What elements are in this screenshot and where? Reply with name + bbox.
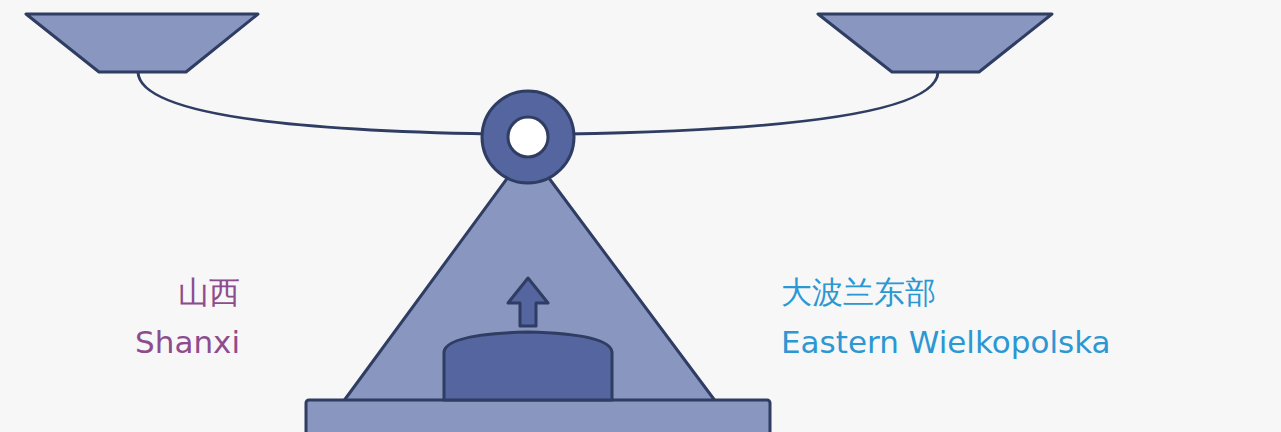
- region-label: Shanxi: [135, 322, 240, 362]
- pivot-hole: [508, 117, 548, 157]
- scale-dome: [444, 332, 612, 400]
- region-label: 大波兰东部: [781, 272, 936, 312]
- scale-pan: [818, 14, 1052, 72]
- scale-base: [306, 400, 770, 432]
- region-label: 山西: [178, 272, 240, 312]
- up-arrow: [508, 278, 548, 326]
- scale-stand: [343, 150, 716, 402]
- scale-pan: [26, 14, 258, 72]
- pivot: [482, 91, 574, 183]
- scale-beam: [138, 72, 490, 134]
- region-label: Eastern Wielkopolska: [781, 322, 1111, 362]
- scale-beam: [566, 72, 938, 134]
